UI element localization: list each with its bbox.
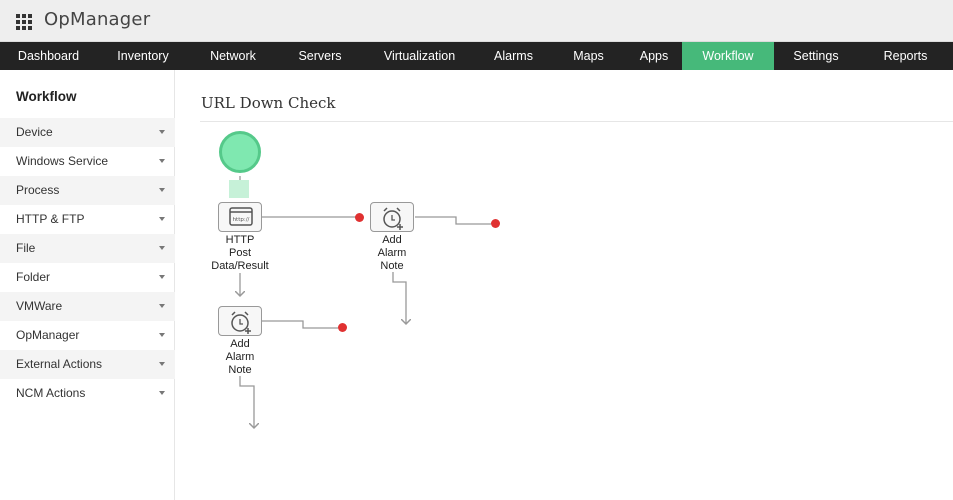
app-title: OpManager — [44, 9, 151, 30]
nav-inventory[interactable]: Inventory — [117, 49, 169, 63]
sidebar-item-process[interactable]: Process — [0, 176, 175, 205]
caret-down-icon — [159, 275, 165, 279]
app-grid-icon[interactable] — [16, 14, 32, 30]
nav-settings[interactable]: Settings — [793, 49, 839, 63]
sidebar-item-label: Device — [16, 125, 53, 139]
sidebar-item-label: File — [16, 241, 36, 255]
alarm-clock-add-icon — [231, 311, 251, 334]
sidebar: Workflow Device Windows Service Process … — [0, 70, 175, 500]
workflow-node-http[interactable]: http:// — [218, 202, 262, 232]
sidebar-list: Device Windows Service Process HTTP & FT… — [0, 118, 175, 408]
nav-workflow[interactable]: Workflow — [682, 42, 774, 70]
workflow-end-dot[interactable] — [338, 323, 347, 332]
page-title: URL Down Check — [201, 94, 336, 112]
nav-virtualization[interactable]: Virtualization — [383, 49, 456, 63]
sidebar-item-vmware[interactable]: VMWare — [0, 292, 175, 321]
workflow-end-dot[interactable] — [355, 213, 364, 222]
top-bar: OpManager — [0, 0, 953, 42]
caret-down-icon — [159, 188, 165, 192]
caret-down-icon — [159, 130, 165, 134]
alarm-clock-add-icon — [383, 207, 403, 230]
sidebar-item-label: Process — [16, 183, 60, 197]
sidebar-item-label: External Actions — [16, 357, 103, 371]
caret-down-icon — [159, 217, 165, 221]
main-nav: Dashboard Inventory Network Servers Virt… — [0, 42, 953, 70]
workflow-node-add-alarm-note-2[interactable] — [218, 306, 262, 336]
sidebar-item-label: HTTP & FTP — [16, 212, 85, 226]
caret-down-icon — [159, 304, 165, 308]
nav-servers[interactable]: Servers — [298, 49, 342, 63]
sidebar-item-label: OpManager — [16, 328, 80, 342]
sidebar-item-label: Windows Service — [16, 154, 109, 168]
nav-maps[interactable]: Maps — [573, 49, 604, 63]
sidebar-item-device[interactable]: Device — [0, 118, 175, 147]
nav-network[interactable]: Network — [210, 49, 256, 63]
sidebar-item-label: Folder — [16, 270, 51, 284]
workflow-end-dot[interactable] — [491, 219, 500, 228]
sidebar-item-folder[interactable]: Folder — [0, 263, 175, 292]
caret-down-icon — [159, 391, 165, 395]
workflow-start-node[interactable] — [219, 131, 261, 173]
sidebar-item-file[interactable]: File — [0, 234, 175, 263]
caret-down-icon — [159, 159, 165, 163]
caret-down-icon — [159, 246, 165, 250]
nav-alarms[interactable]: Alarms — [494, 49, 533, 63]
http-browser-icon: http:// — [229, 207, 253, 226]
sidebar-item-label: VMWare — [16, 299, 63, 313]
title-divider — [200, 121, 953, 122]
sidebar-item-opmanager[interactable]: OpManager — [0, 321, 175, 350]
caret-down-icon — [159, 333, 165, 337]
sidebar-item-ncm-actions[interactable]: NCM Actions — [0, 379, 175, 408]
sidebar-item-external-actions[interactable]: External Actions — [0, 350, 175, 379]
nav-dashboard[interactable]: Dashboard — [17, 49, 80, 63]
nav-reports[interactable]: Reports — [883, 49, 928, 63]
sidebar-item-windows-service[interactable]: Windows Service — [0, 147, 175, 176]
caret-down-icon — [159, 362, 165, 366]
nav-apps[interactable]: Apps — [639, 49, 669, 63]
workflow-node-add-alarm-note-1[interactable] — [370, 202, 414, 232]
main-panel: URL Down Check — [176, 70, 953, 500]
sidebar-title: Workflow — [16, 89, 77, 104]
svg-text:http://: http:// — [233, 217, 250, 223]
sidebar-item-label: NCM Actions — [16, 386, 86, 400]
sidebar-item-http-ftp[interactable]: HTTP & FTP — [0, 205, 175, 234]
